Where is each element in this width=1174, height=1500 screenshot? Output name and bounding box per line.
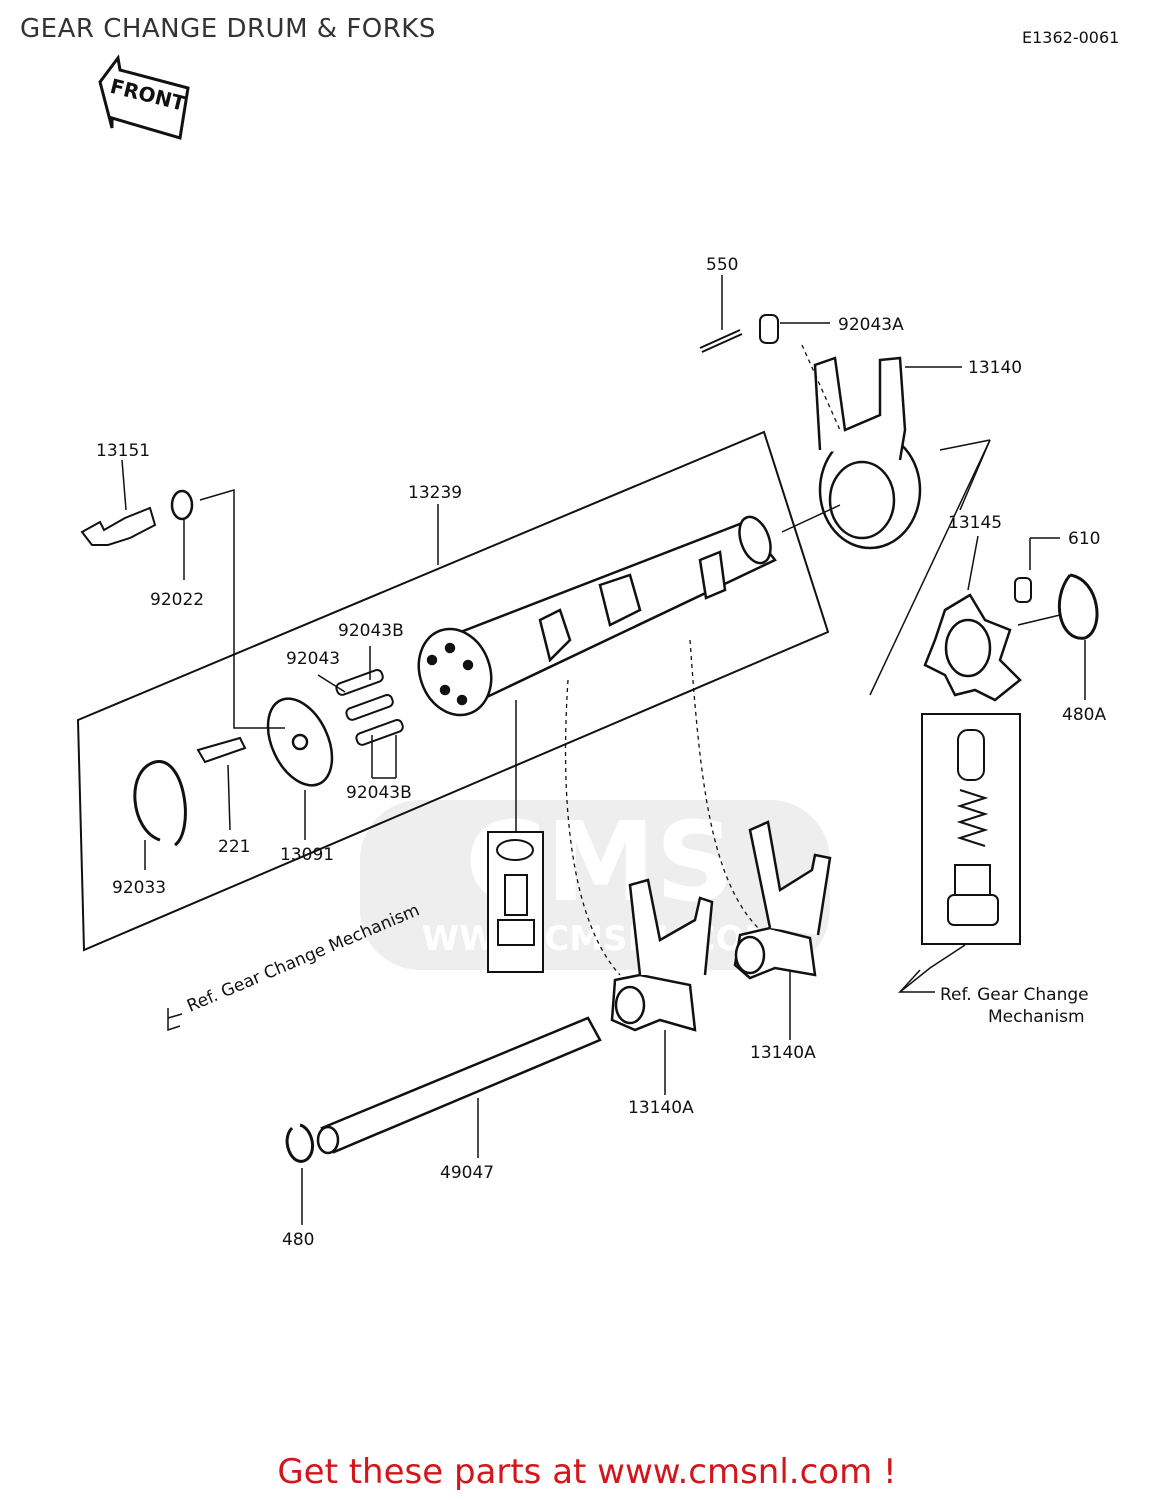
label-13239: 13239 <box>408 483 462 503</box>
label-13091: 13091 <box>280 845 334 865</box>
shift-fork-13140a-right <box>733 820 832 980</box>
drum-assembly-frame <box>76 430 830 952</box>
shift-fork-13140 <box>813 356 922 550</box>
label-550: 550 <box>706 255 738 275</box>
label-13145: 13145 <box>948 513 1002 533</box>
detent-assembly-right <box>921 713 1021 945</box>
detent-assembly-left <box>487 831 544 973</box>
leader-lines <box>121 275 1086 1225</box>
screw-221 <box>196 736 247 764</box>
shift-fork-13140a-left <box>610 878 714 1032</box>
washer-92022 <box>170 489 194 521</box>
label-480a: 480A <box>1062 705 1106 725</box>
circlip-92033 <box>133 760 187 847</box>
pin-92043a <box>759 314 779 344</box>
label-92043a: 92043A <box>838 315 904 335</box>
label-13151: 13151 <box>96 441 150 461</box>
label-92033: 92033 <box>112 878 166 898</box>
parts-diagram: CMS WWW.CMSNL.COM FRONT <box>76 54 1106 1250</box>
diagram-title: GEAR CHANGE DRUM & FORKS <box>20 14 436 44</box>
footer-cta-link[interactable]: Get these parts at www.cmsnl.com ! <box>277 1452 897 1492</box>
label-92043b-top: 92043B <box>338 621 404 641</box>
circlip-480 <box>285 1123 315 1163</box>
label-13140a-right: 13140A <box>750 1043 816 1063</box>
watermark-url: WWW.CMSNL.COM <box>422 919 779 959</box>
watermark: CMS WWW.CMSNL.COM <box>360 798 830 970</box>
label-92043: 92043 <box>286 649 340 669</box>
dashed-guides <box>564 344 841 976</box>
label-13140: 13140 <box>968 358 1022 378</box>
circlip-480a <box>1057 573 1099 640</box>
reference-right-line2: Mechanism <box>988 1007 1085 1027</box>
front-arrow-icon: FRONT <box>98 54 190 140</box>
drum-cam-13145 <box>923 593 1022 702</box>
plate-13091 <box>266 697 334 787</box>
cotter-pin-550 <box>699 329 743 353</box>
label-221: 221 <box>218 837 250 857</box>
label-610: 610 <box>1068 529 1100 549</box>
reference-right-line1: Ref. Gear Change <box>940 985 1089 1005</box>
diagram-code: E1362-0061 <box>1022 28 1120 47</box>
label-92022: 92022 <box>150 590 204 610</box>
reference-left: Ref. Gear Change Mechanism <box>167 900 423 1032</box>
shift-rod-49047 <box>316 1016 602 1155</box>
label-13140a-left: 13140A <box>628 1098 694 1118</box>
neutral-switch-13151 <box>80 506 157 546</box>
label-480: 480 <box>282 1230 314 1250</box>
label-92043b-bottom: 92043B <box>346 783 412 803</box>
label-49047: 49047 <box>440 1163 494 1183</box>
gear-change-drum <box>417 515 777 717</box>
drum-pins <box>335 668 404 746</box>
pin-610 <box>1014 577 1032 603</box>
